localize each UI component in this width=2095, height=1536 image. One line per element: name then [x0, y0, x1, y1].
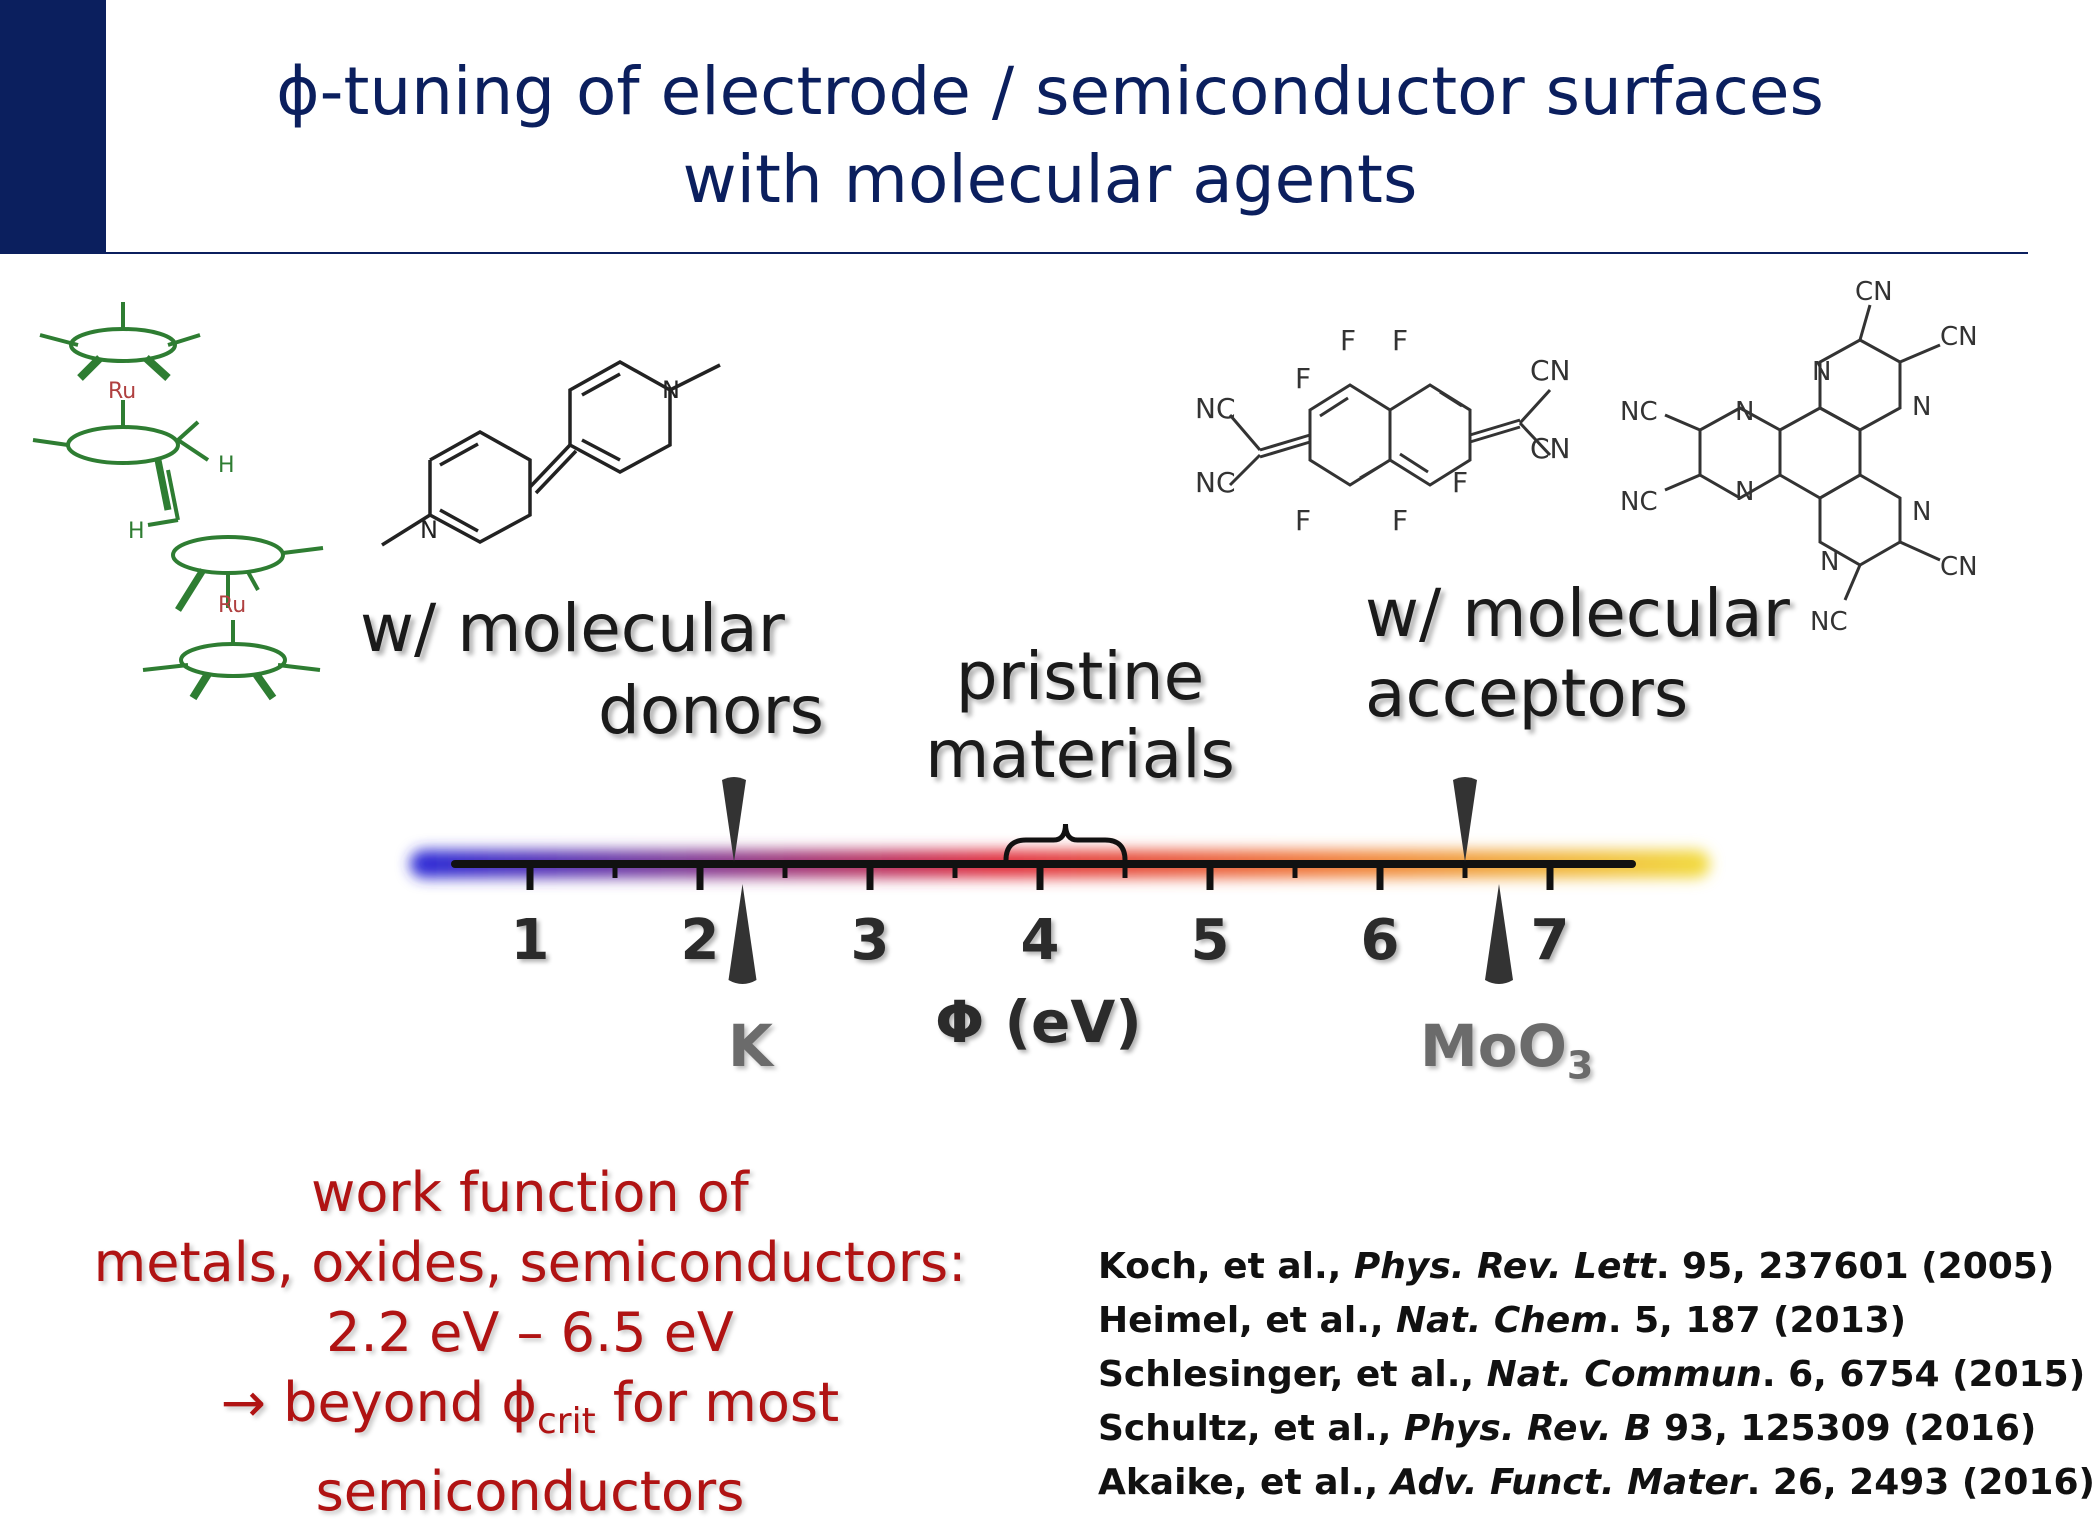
h-label-1: H — [218, 453, 235, 478]
acceptors-label-line-2: acceptors — [1365, 655, 1689, 732]
summary-line-3: 2.2 eV – 6.5 eV — [326, 1301, 734, 1364]
reference-4-authors: Schultz, et al., — [1098, 1408, 1404, 1449]
summary-line-4-suffix: for most — [595, 1371, 840, 1434]
f-label-3: F — [1392, 324, 1408, 357]
hatcn-n-1: N — [1812, 357, 1831, 387]
ru-top-label: Ru — [108, 379, 136, 404]
hatcn-n-4: N — [1735, 477, 1754, 507]
hatcn-cn-3: CN — [1940, 552, 1978, 582]
tick-label-3: 3 — [850, 908, 890, 973]
f6tcnnq-structure: NC NC CN CN F F F F F F — [1195, 324, 1571, 537]
hatcn-nc-2: NC — [1620, 487, 1658, 517]
title-corner-block — [0, 0, 106, 254]
f-label-4: F — [1452, 466, 1468, 499]
hatcn-cn-2: CN — [1940, 322, 1978, 352]
pristine-label-line-2: materials — [925, 716, 1235, 793]
reference-1-details: . 95, 237601 (2005) — [1655, 1246, 2055, 1287]
moo3-marker-wedge — [1485, 884, 1513, 984]
acceptor-marker-wedge — [1453, 777, 1477, 862]
nc-label-1: NC — [1195, 392, 1236, 425]
tick-label-7: 7 — [1530, 908, 1570, 973]
reference-4-details: 93, 125309 (2016) — [1651, 1408, 2037, 1449]
ruthenocene-dimer-structure: Ru H H Ru — [32, 302, 324, 701]
pristine-label: pristine materials — [900, 638, 1260, 794]
tick-label-5: 5 — [1190, 908, 1230, 973]
reference-5-authors: Akaike, et al., — [1098, 1462, 1391, 1503]
reference-3: Schlesinger, et al., Nat. Commun. 6, 675… — [1098, 1348, 2085, 1402]
reference-5-journal: Adv. Funct. Mater — [1390, 1462, 1747, 1503]
f-label-1: F — [1295, 362, 1311, 395]
summary-line-4-prefix: → beyond ϕ — [220, 1371, 537, 1434]
work-function-scale — [410, 777, 1710, 984]
bipyridinylidene-structure: N N — [381, 359, 721, 547]
reference-3-journal: Nat. Commun — [1486, 1354, 1762, 1395]
slide-title-line-1: ϕ-tuning of electrode / semiconductor su… — [276, 53, 1824, 130]
donors-label-line-1: w/ molecular — [360, 590, 785, 667]
summary-line-2: metals, oxides, semiconductors: — [93, 1231, 967, 1294]
k-marker-label: K — [728, 1012, 773, 1080]
hatcn-nc-1: NC — [1620, 397, 1658, 427]
tick-label-2: 2 — [680, 908, 720, 973]
reference-2-journal: Nat. Chem — [1396, 1300, 1608, 1341]
reference-1-authors: Koch, et al., — [1098, 1246, 1354, 1287]
tick-label-4: 4 — [1020, 908, 1060, 973]
reference-2-details: . 5, 187 (2013) — [1607, 1300, 1907, 1341]
reference-5-details: . 26, 2493 (2016) — [1746, 1462, 2095, 1503]
nc-label-2: NC — [1195, 466, 1236, 499]
reference-3-details: . 6, 6754 (2015) — [1761, 1354, 2086, 1395]
reference-5: Akaike, et al., Adv. Funct. Mater. 26, 2… — [1098, 1456, 2095, 1510]
hatcn-cn-1: CN — [1855, 277, 1893, 307]
tick-label-6: 6 — [1360, 908, 1400, 973]
f-label-6: F — [1392, 504, 1408, 537]
cn-label-1: CN — [1530, 354, 1571, 387]
ru-bottom-label: Ru — [218, 593, 246, 618]
title-divider — [106, 252, 2028, 254]
hatcn-nc-3: NC — [1810, 607, 1848, 637]
summary-line-4-sub: crit — [536, 1400, 596, 1442]
donor-marker-wedge — [722, 777, 746, 862]
reference-1-journal: Phys. Rev. Lett — [1353, 1246, 1656, 1287]
hatcn-structure: CN CN NC NC CN NC N N N N N N — [1620, 277, 1978, 637]
k-marker-wedge — [728, 884, 757, 984]
reference-1: Koch, et al., Phys. Rev. Lett. 95, 23760… — [1098, 1240, 2054, 1294]
hatcn-n-2: N — [1912, 392, 1931, 422]
hatcn-n-6: N — [1820, 547, 1839, 577]
pristine-label-line-1: pristine — [955, 638, 1205, 715]
donors-label-line-2: donors — [598, 672, 825, 749]
reference-2: Heimel, et al., Nat. Chem. 5, 187 (2013) — [1098, 1294, 2038, 1348]
f-label-2: F — [1340, 324, 1356, 357]
slide-title-line-2: with molecular agents — [682, 141, 1418, 218]
hatcn-n-5: N — [1912, 497, 1931, 527]
reference-4-journal: Phys. Rev. B — [1403, 1408, 1652, 1449]
n-label-left: N — [420, 516, 438, 544]
cn-label-2: CN — [1530, 432, 1571, 465]
moo3-marker-label: MoO3 — [1420, 1012, 1594, 1088]
hatcn-n-3: N — [1735, 397, 1754, 427]
summary-line-1: work function of — [311, 1161, 749, 1224]
reference-2-authors: Heimel, et al., — [1098, 1300, 1397, 1341]
scale-axis-label: Φ (eV) — [935, 988, 1142, 1056]
work-function-summary: work function of metals, oxides, semicon… — [40, 1158, 1020, 1527]
f-label-5: F — [1295, 504, 1311, 537]
reference-list: Koch, et al., Phys. Rev. Lett. 95, 23760… — [1098, 1240, 2095, 1510]
slide-title: ϕ-tuning of electrode / semiconductor su… — [120, 48, 1980, 224]
h-label-2: H — [128, 519, 145, 544]
acceptors-label-line-1: w/ molecular — [1365, 575, 1790, 652]
summary-line-5: semiconductors — [315, 1459, 745, 1523]
tick-label-1: 1 — [510, 908, 550, 973]
reference-3-authors: Schlesinger, et al., — [1098, 1354, 1487, 1395]
pristine-range-brace — [1003, 823, 1128, 861]
n-label-right: N — [662, 376, 680, 404]
reference-4: Schultz, et al., Phys. Rev. B 93, 125309… — [1098, 1402, 2038, 1456]
summary-line-4: → beyond ϕcrit for most — [40, 1368, 1020, 1457]
